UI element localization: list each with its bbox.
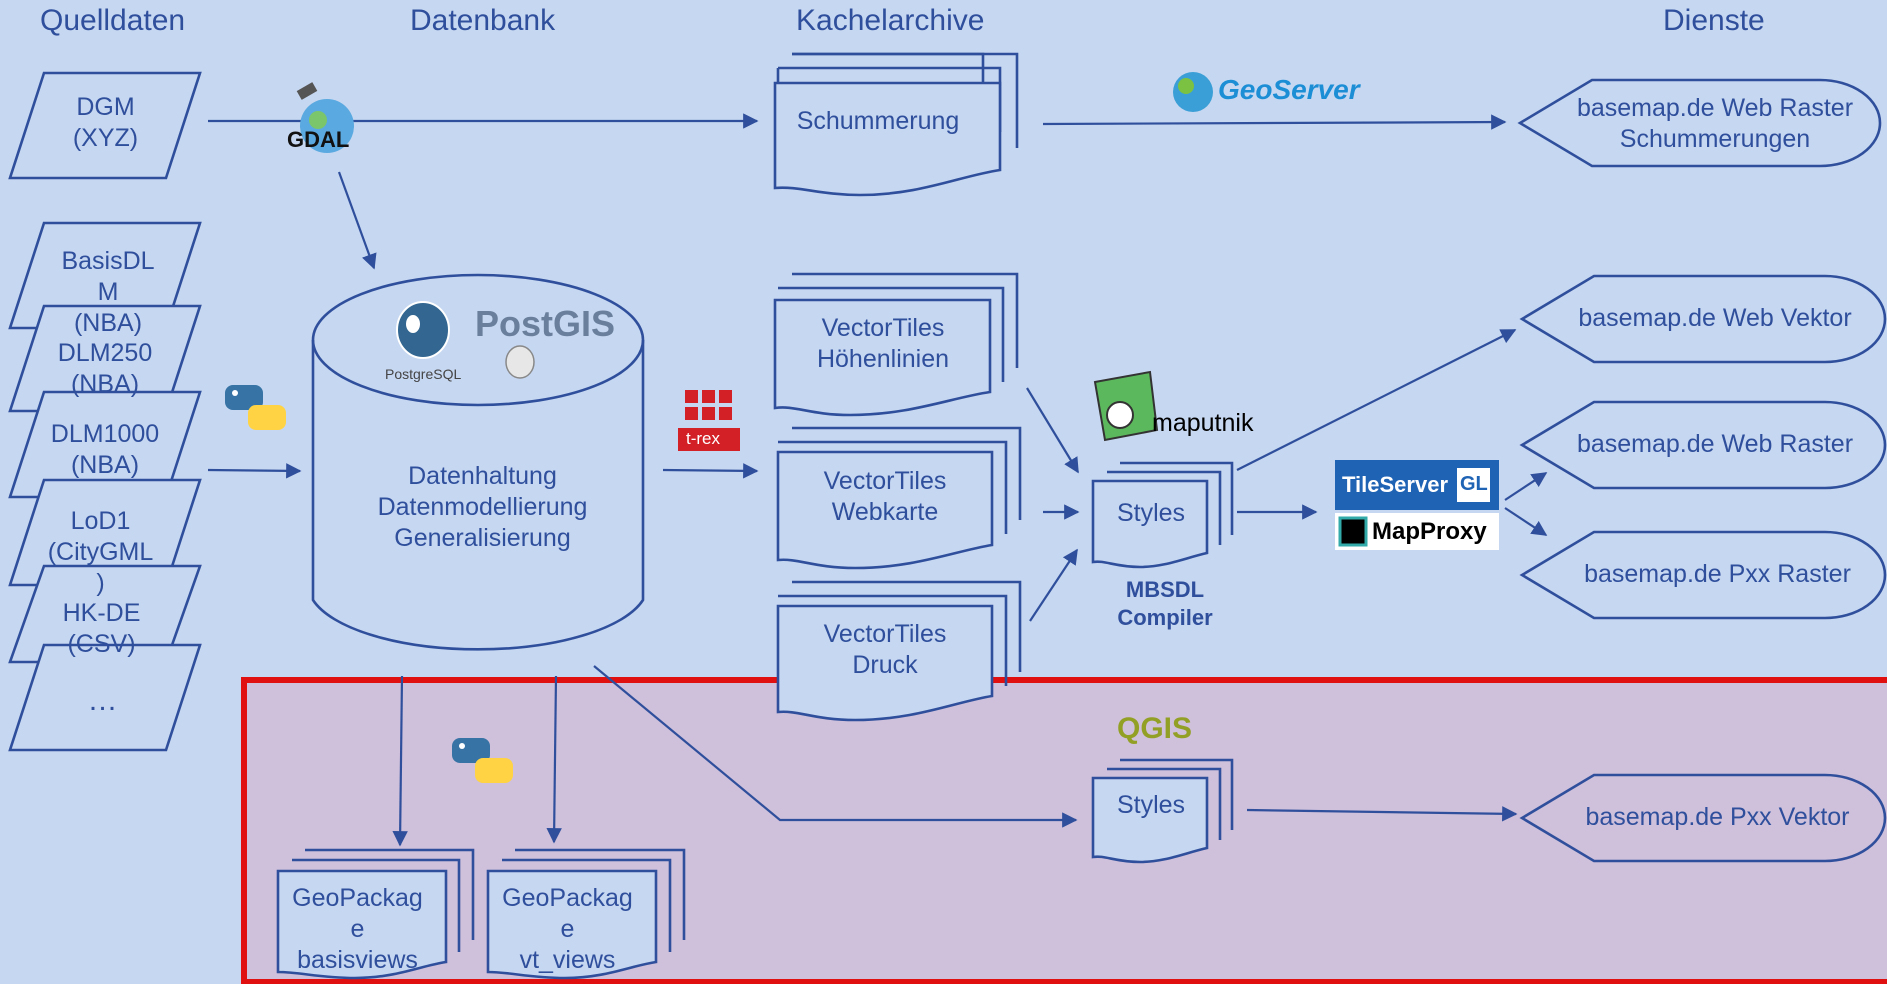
- service-shape-raster-schummerungen: [1517, 78, 1882, 168]
- service-pxx-raster-label: basemap.de Pxx Raster: [1584, 560, 1851, 588]
- trex-logo: t-rex: [686, 429, 720, 448]
- styles-stack-qgis: [1091, 758, 1234, 864]
- tile-webkarte-label: VectorTiles Webkarte: [823, 467, 947, 526]
- maputnik-logo: maputnik: [1152, 409, 1254, 437]
- geoserver-globe-icon: [1173, 72, 1213, 112]
- tileserver-gl-logo: GL: [1460, 473, 1488, 495]
- mapproxy-logo: MapProxy: [1372, 518, 1487, 545]
- header-quelldaten: Quelldaten: [40, 4, 186, 37]
- styles-mbsdl-label: Styles: [1116, 499, 1186, 527]
- tile-hoehenlinien-label: VectorTiles Höhenlinien: [816, 314, 950, 373]
- service-web-raster-label: basemap.de Web Raster: [1576, 430, 1854, 458]
- header-dienste: Dienste: [1663, 4, 1765, 37]
- arrows: [207, 113, 1548, 847]
- database-label: Datenhaltung Datenmodellierung Generalis…: [377, 462, 588, 552]
- geopackage-basis-label: GeoPackag e basisviews: [292, 884, 423, 974]
- service-shape-pxx-vektor: [1519, 773, 1887, 863]
- service-shape-web-vektor: [1519, 274, 1887, 364]
- source-dlm1000-label: DLM1000 (NBA): [50, 420, 160, 479]
- tile-schummerung-label: Schummerung: [796, 107, 960, 135]
- service-web-vektor-label: basemap.de Web Vektor: [1578, 304, 1852, 332]
- styles-qgis-label: Styles: [1116, 791, 1186, 819]
- header-kachelarchive: Kachelarchive: [796, 4, 985, 37]
- mbsdl-compiler-label: MBSDL Compiler: [1117, 577, 1213, 630]
- source-more-shape: [8, 643, 202, 752]
- source-dgm-shape: [8, 71, 202, 180]
- tile-doc-schummerung: [773, 81, 1002, 197]
- python-logo-top: [225, 385, 286, 430]
- postgis-elephant-icon: [505, 345, 535, 379]
- tileserver-badge: [1335, 460, 1499, 510]
- header-datenbank: Datenbank: [410, 4, 556, 37]
- source-basisdlm-label: BasisDL M (NBA): [61, 247, 155, 337]
- tile-druck-label: VectorTiles Druck: [823, 620, 947, 679]
- trex-logo-graphic: [678, 390, 740, 451]
- postgresql-logo: PostgreSQL: [385, 366, 462, 382]
- source-more-label: …: [87, 684, 118, 717]
- tileserver-logo: TileServer: [1342, 472, 1449, 497]
- python-logo-bottom: [452, 738, 513, 783]
- service-raster-schummerungen-label: basemap.de Web Raster Schummerungen: [1576, 94, 1854, 153]
- geopackage-stack-basis: [276, 848, 475, 980]
- source-dgm-label: DGM (XYZ): [72, 93, 139, 152]
- tile-stack-druck: [776, 580, 1022, 722]
- source-lod1-label: LoD1 (CityGML ): [47, 507, 154, 597]
- gdal-logo-graphic: [296, 82, 354, 153]
- geopackage-vt-label: GeoPackag e vt_views: [502, 884, 633, 974]
- service-pxx-vektor-label: basemap.de Pxx Vektor: [1585, 803, 1850, 831]
- geoserver-logo: GeoServer: [1218, 74, 1360, 105]
- postgis-logo: PostGIS: [475, 303, 616, 344]
- service-shape-web-raster: [1519, 400, 1887, 490]
- qgis-logo: QGIS: [1117, 712, 1193, 745]
- maputnik-icon: [1093, 370, 1159, 442]
- tile-stack-hoehenlinien: [773, 272, 1019, 417]
- source-dlm250-label: DLM250 (NBA): [57, 339, 153, 398]
- gdal-logo: GDAL: [287, 127, 350, 152]
- database-cylinder: [311, 273, 645, 651]
- geopackage-stack-vt: [486, 848, 686, 980]
- styles-stack-mbsdl: [1091, 461, 1234, 569]
- tile-stack-webkarte: [776, 426, 1022, 570]
- source-hkde-label: HK-DE (CSV): [62, 599, 141, 658]
- mapproxy-badge: [1335, 513, 1499, 550]
- postgresql-elephant-icon: [396, 301, 450, 359]
- service-shape-pxx-raster: [1519, 530, 1887, 620]
